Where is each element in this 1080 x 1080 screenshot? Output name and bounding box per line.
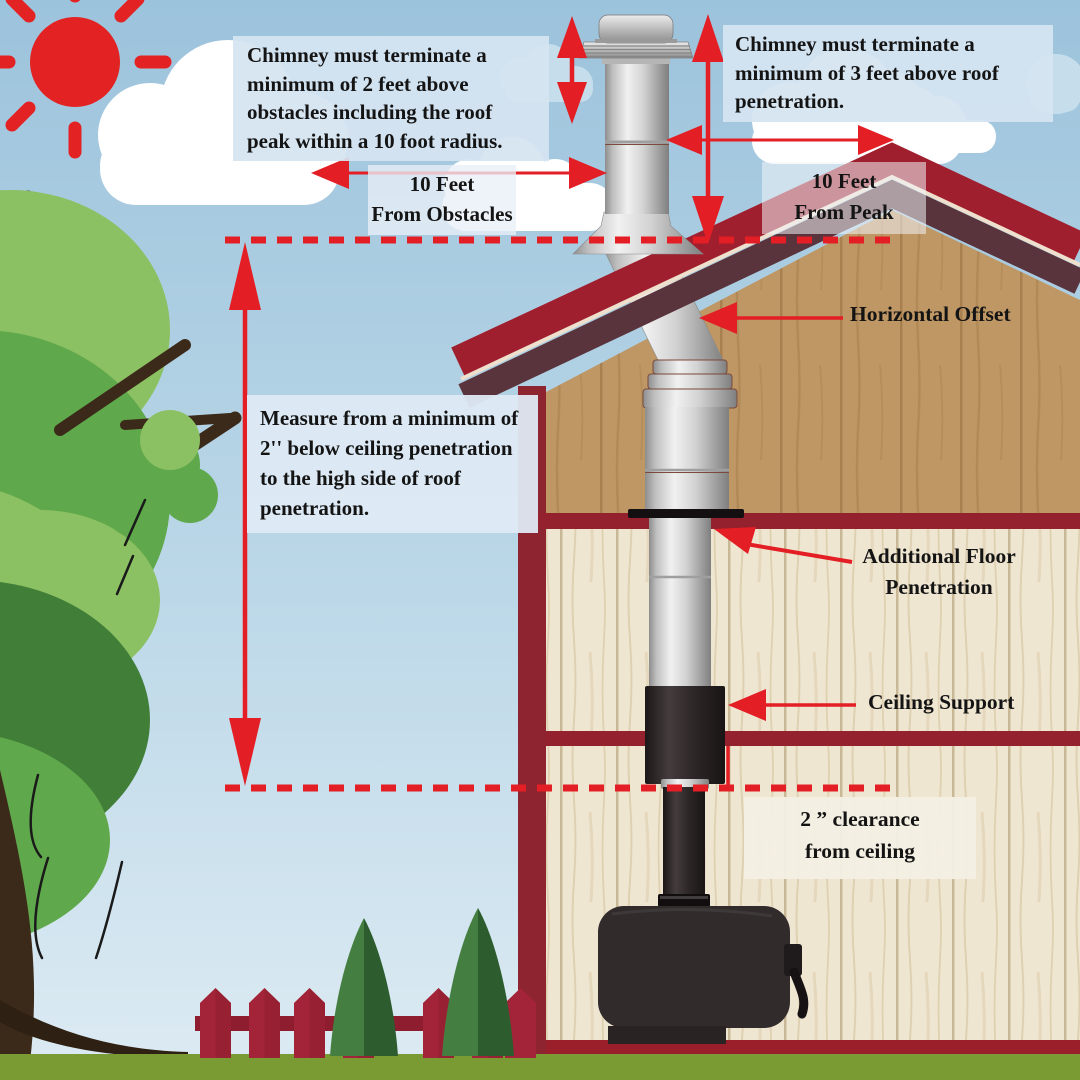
callout-line: minimum of 3 feet above roof [735,60,999,85]
two-feet-arrow [557,16,587,124]
label-line: From Peak [794,200,894,224]
label-line: From Obstacles [371,202,513,226]
ceiling-support-arrow [728,689,856,721]
callout-line: obstacles including the roof [247,100,493,124]
stove-pipe-collar [658,894,710,907]
evergreen-tree [330,908,514,1056]
callout-measure-instruction: Measure from a minimum of 2'' below ceil… [247,395,538,533]
chimney-above-roof [572,14,704,255]
bottom-floor-band [546,1040,1080,1058]
callout-terminate-above-obstacles: Chimney must terminate a minimum of 2 fe… [233,36,549,161]
callout-line: Chimney must terminate a [735,32,975,56]
sun-icon [0,0,172,159]
ceiling-band [546,731,1080,746]
callout-line: to the high side of roof [260,466,461,490]
label-horizontal-offset: Horizontal Offset [850,302,1030,327]
callout-line: penetration. [735,89,845,113]
callout-line: 2'' below ceiling penetration [260,436,513,460]
label-line: Penetration [885,575,993,599]
horizontal-offset-arrow [699,302,843,334]
callout-line: Chimney must terminate a [247,43,487,67]
three-feet-arrow [692,14,724,244]
chimney-cap [598,14,674,44]
wood-stove-body [598,906,790,1028]
tree [0,190,242,1062]
second-floor-pipe [649,518,711,690]
label-ten-feet-from-obstacles: 10 Feet From Obstacles [368,165,516,235]
label-line: Ceiling Support [868,690,1015,714]
label-ceiling-support: Ceiling Support [868,690,1030,715]
callout-line: Measure from a minimum of [260,406,519,430]
floor-penetration-plate [628,509,744,518]
insulated-pipe [645,407,729,515]
measure-span-arrow [229,242,261,786]
stove-pipe [663,787,705,899]
callout-terminate-above-roof: Chimney must terminate a minimum of 3 fe… [723,25,1053,122]
ceiling-support-box [645,686,725,784]
attic-floor-band [518,513,1080,529]
pipe-coupling [647,373,733,390]
label-line: 10 Feet [811,169,877,193]
label-line: 10 Feet [409,172,475,196]
chimney-pipe-upper [605,54,669,214]
stove-base [608,1026,726,1044]
pipe-coupling [642,388,738,409]
dimension-annotations [225,14,894,792]
label-additional-floor-penetration: Additional Floor Penetration [853,541,1025,603]
label-line: Horizontal Offset [850,302,1011,326]
callout-line: peak within a 10 foot radius. [247,128,503,153]
stove-handle [789,967,809,1019]
pipe-coupling [652,359,728,375]
additional-floor-arrow [714,527,853,564]
callout-line: minimum of 2 feet above [247,71,469,96]
second-floor-wall [546,529,1080,731]
ten-feet-peak-arrow [666,125,894,155]
label-ten-feet-from-peak: 10 Feet From Peak [762,162,926,234]
grass [0,1054,1080,1080]
callout-line: 2 ” clearance [800,807,920,831]
label-line: Additional Floor [862,544,1016,568]
callout-clearance-from-ceiling: 2 ” clearance from ceiling [744,797,976,879]
callout-line: penetration. [260,496,370,520]
stove-handle-mount [784,944,802,976]
callout-line: from ceiling [804,839,916,863]
